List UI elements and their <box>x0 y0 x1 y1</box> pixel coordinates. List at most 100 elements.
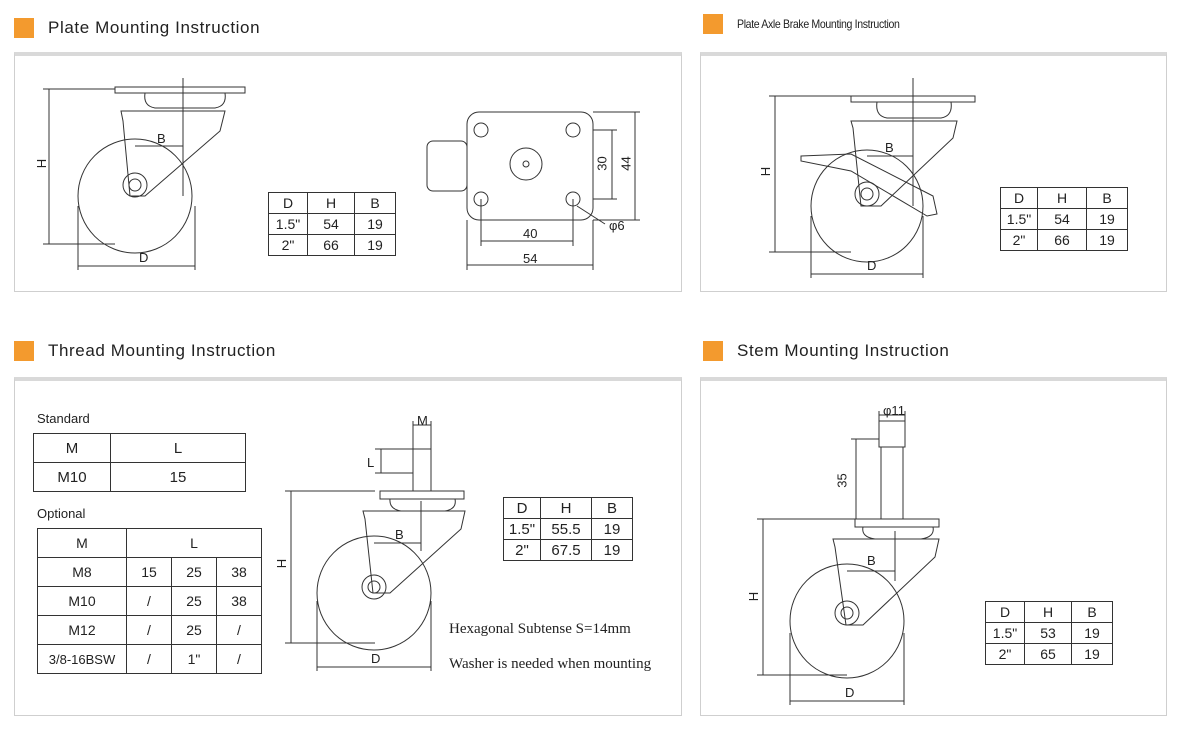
hole-spacing-30-label: 30 <box>594 156 610 171</box>
header-b: B <box>354 192 396 214</box>
table-cell: 15 <box>110 462 246 492</box>
table-cell: 2" <box>268 234 308 256</box>
height-dim-label: H <box>274 558 290 569</box>
table-cell: 1.5" <box>985 622 1025 644</box>
brake-title-text: Plate Axle Brake Mounting Instruction <box>737 17 900 31</box>
table-cell: / <box>216 644 262 674</box>
table-cell: 19 <box>1071 622 1113 644</box>
thread-m-dim-label: M <box>417 413 428 428</box>
table-cell: 54 <box>307 213 355 235</box>
table-cell: 38 <box>216 557 262 587</box>
height-dim-label: H <box>758 166 774 177</box>
hole-spacing-40-label: 40 <box>523 226 538 241</box>
plate-width-54-label: 54 <box>523 251 538 266</box>
table-cell: 65 <box>1024 643 1072 665</box>
table-cell: M10 <box>33 462 111 492</box>
header-d: D <box>503 497 541 519</box>
table-cell: 2" <box>985 643 1025 665</box>
table-cell: 53 <box>1024 622 1072 644</box>
header-m: M <box>33 433 111 463</box>
diameter-dim-label: D <box>139 250 149 265</box>
brake-section-title: Plate Axle Brake Mounting Instruction <box>703 14 922 34</box>
plate-height-44-label: 44 <box>618 156 634 171</box>
stem-phi11-dim-label: φ11 <box>883 403 905 418</box>
thread-caster-drawing <box>285 421 466 671</box>
orange-square-icon <box>703 341 723 361</box>
plate-title-text: Plate Mounting Instruction <box>48 18 261 37</box>
header-b: B <box>1071 601 1113 623</box>
table-cell: 19 <box>1086 229 1128 251</box>
thread-section-title: Thread Mounting Instruction <box>14 341 276 361</box>
stem-section-title: Stem Mounting Instruction <box>703 341 949 361</box>
stem-caster-drawing <box>757 411 940 705</box>
diameter-dim-label: D <box>371 651 381 666</box>
table-cell: / <box>126 586 172 616</box>
table-cell: 66 <box>1037 229 1087 251</box>
offset-dim-label: B <box>395 527 404 542</box>
table-cell: 19 <box>591 539 633 561</box>
table-cell: 1.5" <box>503 518 541 540</box>
header-h: H <box>1024 601 1072 623</box>
washer-note: Washer is needed when mounting <box>449 656 652 672</box>
table-cell: M8 <box>37 557 127 587</box>
diameter-dim-label: D <box>867 258 877 273</box>
optional-label: Optional <box>37 506 86 521</box>
header-h: H <box>1037 187 1087 209</box>
table-cell: / <box>126 615 172 645</box>
table-cell: 19 <box>354 234 396 256</box>
header-m: M <box>37 528 127 558</box>
table-cell: M12 <box>37 615 127 645</box>
offset-dim-label: B <box>157 131 166 146</box>
bolt-hole-phi6-label: φ6 <box>609 218 625 233</box>
table-cell: 19 <box>1071 643 1113 665</box>
table-cell: 66 <box>307 234 355 256</box>
table-cell: / <box>126 644 172 674</box>
header-h: H <box>540 497 592 519</box>
header-d: D <box>985 601 1025 623</box>
header-b: B <box>1086 187 1128 209</box>
header-l: L <box>126 528 262 558</box>
table-cell: 3/8-16BSW <box>37 644 127 674</box>
table-cell: 1.5" <box>1000 208 1038 230</box>
diameter-dim-label: D <box>845 685 855 700</box>
hexagonal-subtense-note: Hexagonal Subtense S=14mm <box>449 621 631 637</box>
table-cell: 1.5" <box>268 213 308 235</box>
table-cell: 55.5 <box>540 518 592 540</box>
stem-title-text: Stem Mounting Instruction <box>737 341 950 360</box>
table-cell: / <box>216 615 262 645</box>
standard-label: Standard <box>37 411 90 426</box>
offset-dim-label: B <box>867 553 876 568</box>
table-cell: 2" <box>503 539 541 561</box>
header-l: L <box>110 433 246 463</box>
table-cell: 2" <box>1000 229 1038 251</box>
header-d: D <box>268 192 308 214</box>
header-d: D <box>1000 187 1038 209</box>
table-cell: 25 <box>171 557 217 587</box>
table-cell: 38 <box>216 586 262 616</box>
table-cell: 1" <box>171 644 217 674</box>
thread-l-dim-label: L <box>367 455 375 470</box>
table-cell: 15 <box>126 557 172 587</box>
table-cell: 19 <box>354 213 396 235</box>
table-cell: M10 <box>37 586 127 616</box>
orange-square-icon <box>703 14 723 34</box>
height-dim-label: H <box>746 591 762 602</box>
stem-length-35-label: 35 <box>834 473 850 488</box>
thread-title-text: Thread Mounting Instruction <box>48 341 276 360</box>
height-dim-label: H <box>34 158 50 169</box>
table-cell: 25 <box>171 586 217 616</box>
plate-caster-drawing <box>43 78 640 270</box>
orange-square-icon <box>14 18 34 38</box>
orange-square-icon <box>14 341 34 361</box>
header-h: H <box>307 192 355 214</box>
